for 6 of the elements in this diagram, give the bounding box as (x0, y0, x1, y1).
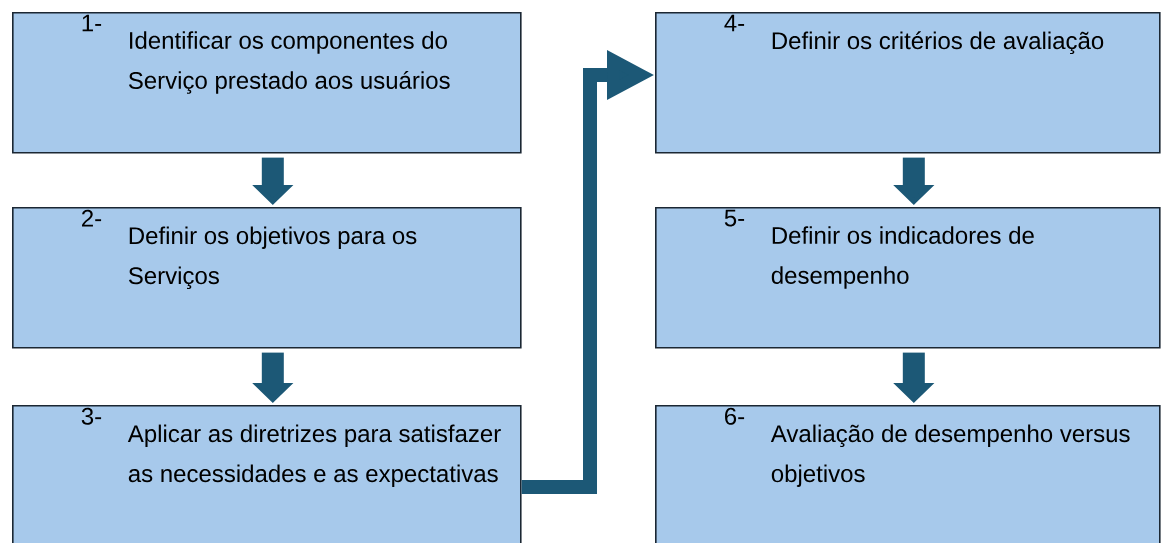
process-box: 5- Definir os indicadores de desempenho (655, 207, 1161, 349)
process-box: 6- Avaliação de desempenho versus objetivos (655, 405, 1161, 543)
process-box: 1- Identificar os componentes do Serviço prestado aos usuários (12, 12, 522, 154)
process-box: 2- Definir os objetivos para os Serviços (12, 207, 522, 349)
process-box: 3- Aplicar as diretrizes para satisfazer as necessidades e as expectativas (12, 405, 522, 543)
process-box: 4- Definir os critérios de avaliação (655, 12, 1161, 154)
